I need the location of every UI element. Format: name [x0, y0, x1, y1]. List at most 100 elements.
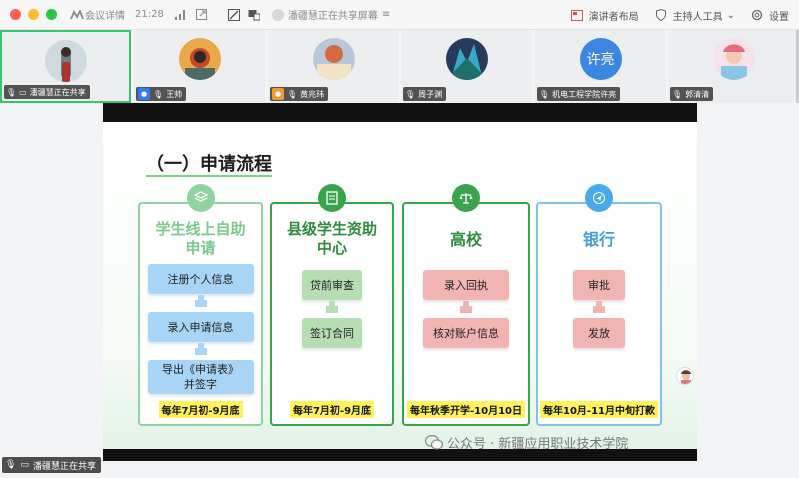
participant-nametag: 🎙 周子渊	[403, 87, 447, 101]
settings-label: 设置	[769, 11, 789, 23]
column-date: 每年7月初-9月底	[289, 401, 375, 418]
column-title: 学生线上自助申请	[155, 220, 246, 257]
sharing-indicator: 🎙 ▭ 潘疆慧正在共享	[2, 457, 101, 473]
host-tools-label: 主持人工具	[672, 11, 723, 23]
participant-tile[interactable]: 许亮 🎙 机电工程学院许亮	[535, 30, 666, 103]
share-window-icon[interactable]	[194, 7, 210, 23]
user-badge-icon: ●	[272, 88, 284, 100]
avatar: 许亮	[579, 38, 622, 80]
process-step: 发放	[573, 318, 625, 348]
process-column-bank: 银行 审批 发放 每年10月-11月中旬打款	[536, 202, 662, 426]
layout-icon	[569, 7, 585, 23]
share-screen-icon: ▭	[19, 87, 27, 97]
down-arrow-icon	[194, 295, 207, 307]
process-column-university: 高校 录入回执 核对账户信息 每年秋季开学-10月10日	[402, 202, 530, 426]
avatar	[44, 40, 87, 82]
watermark-text: 公众号 · 新疆应用职业技术学院	[447, 437, 629, 452]
participant-tile[interactable]: ● 🎙 黄兆玮	[268, 30, 399, 103]
close-window-button[interactable]	[10, 9, 21, 20]
column-date: 每年秋季开学-10月10日	[407, 401, 525, 418]
microphone-muted-icon: 🎙	[539, 89, 550, 99]
process-step: 贷前审查	[302, 270, 362, 300]
participant-tile[interactable]: 🎙 周子渊	[401, 30, 532, 103]
process-step: 签订合同	[302, 318, 362, 348]
layers-icon	[187, 184, 215, 212]
document-icon	[318, 184, 346, 212]
participant-strip: 🎙 ▭ 潘疆慧正在共享 ● 🎙 王帅 ● 🎙 黄兆玮 🎙 周子渊	[0, 30, 799, 103]
process-step: 核对账户信息	[423, 318, 509, 348]
sharing-status: 潘疆慧正在共享屏幕 ≡	[271, 7, 391, 22]
participant-tile[interactable]: 🎙 郭清清	[668, 30, 799, 103]
process-step: 录入申请信息	[147, 312, 254, 342]
process-step: 注册个人信息	[147, 264, 254, 294]
microphone-muted-icon: 🎙	[405, 89, 416, 99]
scale-icon	[452, 184, 480, 212]
participant-tile[interactable]: 🎙 ▭ 潘疆慧正在共享	[0, 30, 131, 103]
sharing-status-label: 潘疆慧正在共享屏幕	[287, 11, 378, 22]
participant-name: 黄兆玮	[300, 89, 325, 99]
microphone-muted-icon: 🎙	[287, 89, 298, 99]
shared-slide: （一）申请流程 学生线上自助申请 注册个人信息 录入申请信息 导出《申请表》并签…	[103, 122, 697, 449]
signal-icon[interactable]	[172, 7, 188, 23]
host-tools-button[interactable]: 主持人工具 ⌄	[653, 7, 735, 23]
participant-name: 周子渊	[418, 89, 443, 99]
column-title: 县级学生资助中心	[286, 220, 377, 257]
send-icon	[585, 184, 613, 212]
chevron-down-icon: ⌄	[726, 9, 735, 21]
meeting-info-button[interactable]: 会议详情	[69, 7, 125, 23]
slide-title: （一）申请流程	[146, 150, 272, 177]
participant-nametag: ● 🎙 王帅	[136, 87, 187, 101]
down-arrow-icon	[593, 301, 605, 313]
participant-name: 潘疆慧正在共享	[29, 87, 86, 97]
floating-self-avatar[interactable]	[676, 367, 694, 385]
down-arrow-icon	[194, 343, 207, 355]
column-title: 高校	[449, 230, 482, 249]
microphone-muted-icon: 🎙	[153, 89, 164, 99]
annotate-icon[interactable]	[226, 7, 242, 23]
share-screen-icon: ▭	[20, 460, 29, 470]
process-column-county: 县级学生资助中心 贷前审查 签订合同 每年7月初-9月底	[270, 202, 394, 426]
sharing-indicator-label: 潘疆慧正在共享	[32, 461, 96, 472]
meeting-time: 21:28	[135, 9, 164, 20]
meeting-info-label: 会议详情	[85, 11, 125, 22]
participant-nametag: 🎙 机电工程学院许亮	[537, 87, 621, 101]
sharer-avatar-icon	[271, 8, 284, 21]
microphone-icon: 🎙	[6, 87, 17, 97]
down-arrow-icon	[460, 301, 472, 313]
meeting-logo-icon	[69, 7, 85, 23]
settings-button[interactable]: 设置	[749, 7, 789, 23]
microphone-muted-icon: 🎙	[672, 89, 683, 99]
maximize-window-button[interactable]	[46, 9, 57, 20]
speaker-layout-button[interactable]: 演讲者布局	[569, 7, 639, 23]
minimize-window-button[interactable]	[28, 9, 39, 20]
process-column-student: 学生线上自助申请 注册个人信息 录入申请信息 导出《申请表》并签字 每年7月初-…	[138, 202, 263, 426]
speaker-layout-label: 演讲者布局	[588, 11, 639, 23]
avatar	[178, 38, 221, 80]
down-arrow-icon	[326, 301, 338, 313]
column-date: 每年7月初-9月底	[158, 401, 243, 418]
wechat-icon	[425, 435, 443, 450]
screen-share-icon[interactable]	[246, 7, 262, 23]
participant-name: 郭清清	[685, 89, 710, 99]
participant-name: 机电工程学院许亮	[552, 89, 617, 99]
process-step: 审批	[573, 270, 625, 300]
wechat-watermark: 公众号 · 新疆应用职业技术学院	[425, 433, 628, 452]
avatar	[312, 38, 355, 80]
user-badge-icon: ●	[138, 88, 150, 100]
title-bar: 会议详情 21:28 潘疆慧正在共享屏幕 ≡ 演讲者布局 主持人工具 ⌄	[0, 0, 799, 30]
gear-icon	[749, 7, 765, 23]
process-step: 录入回执	[423, 270, 509, 300]
strip-scrollbar[interactable]	[796, 30, 799, 103]
column-date: 每年10月-11月中旬打款	[540, 401, 658, 418]
microphone-icon: 🎙	[5, 460, 17, 470]
participant-nametag: ● 🎙 黄兆玮	[270, 87, 329, 101]
menu-lines-icon[interactable]: ≡	[381, 9, 391, 20]
column-title: 银行	[582, 230, 615, 249]
participant-name: 王帅	[166, 89, 183, 99]
participant-nametag: 🎙 ▭ 潘疆慧正在共享	[4, 85, 90, 99]
participant-tile[interactable]: ● 🎙 王帅	[134, 30, 265, 103]
shield-icon	[653, 7, 669, 23]
window-controls	[10, 9, 57, 20]
avatar	[445, 38, 488, 80]
process-step: 导出《申请表》并签字	[147, 360, 254, 394]
